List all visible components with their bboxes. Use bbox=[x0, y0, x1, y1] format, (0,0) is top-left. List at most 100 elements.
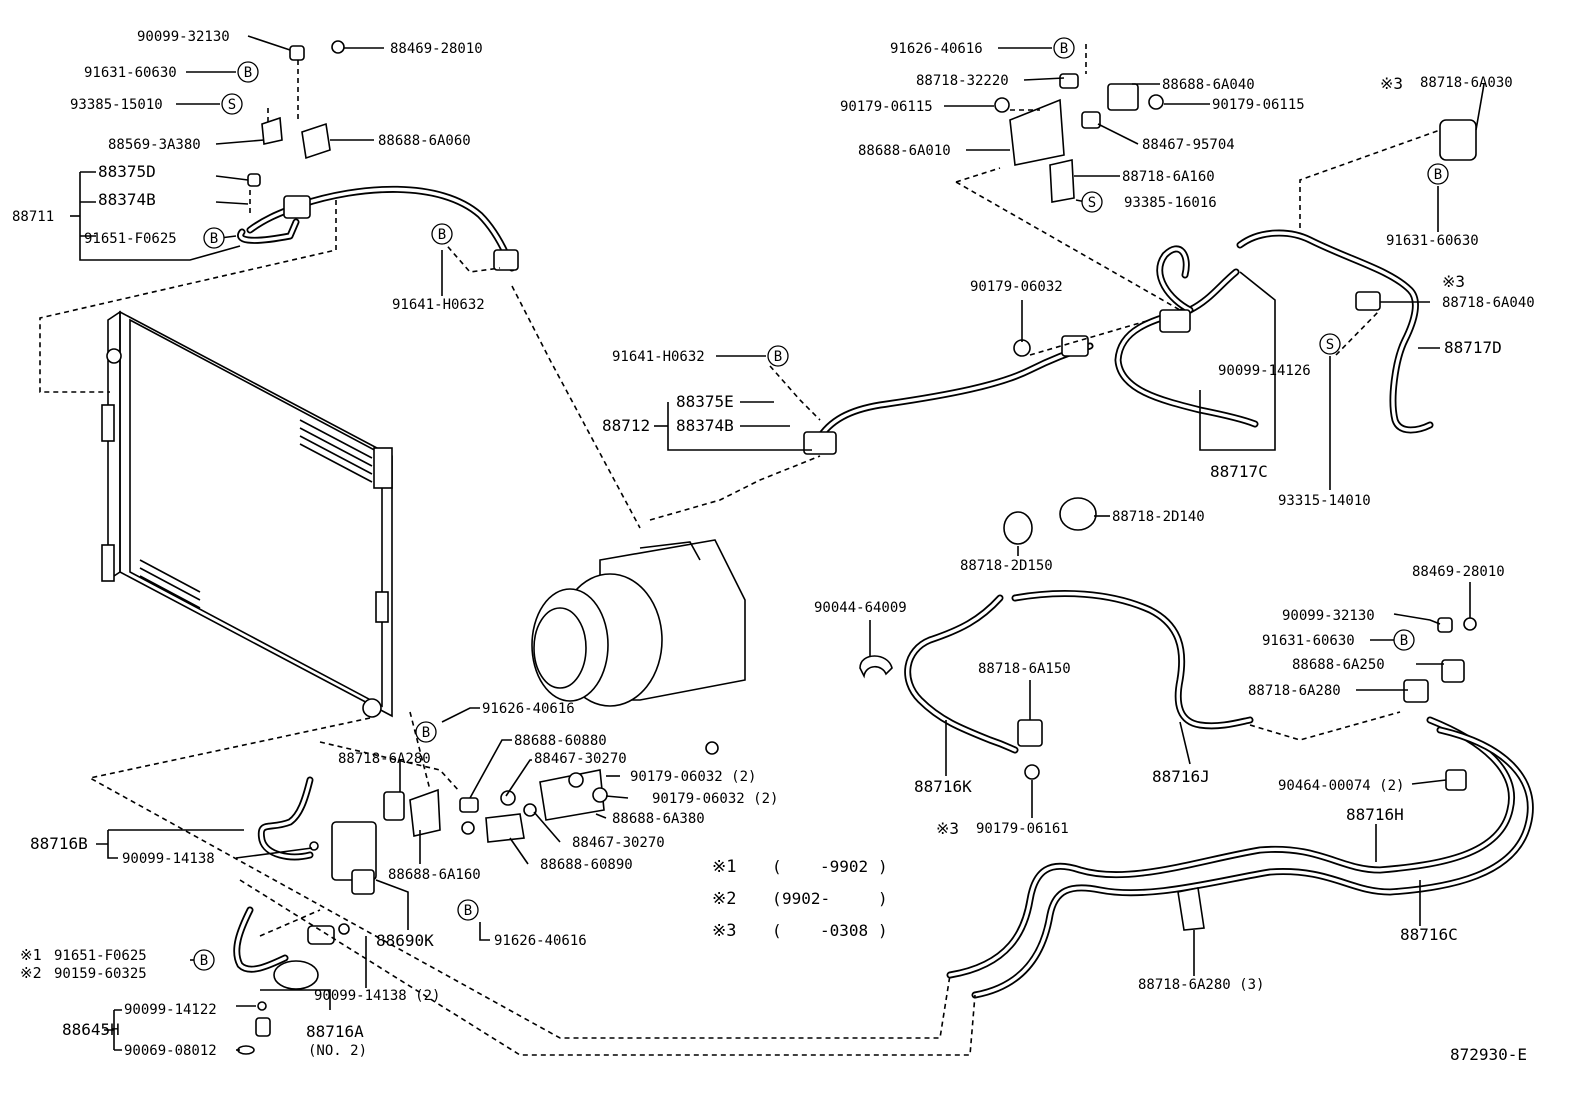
label-90179-06032: 90179-06032 bbox=[970, 279, 1063, 295]
svg-text:): ) bbox=[878, 889, 888, 908]
label-88716B: 88716B bbox=[30, 834, 88, 853]
label-90099-14126: 90099-14126 bbox=[1218, 363, 1311, 379]
label-91631-60630-top: 91631-60630 bbox=[84, 65, 177, 81]
label-88690K: 88690K bbox=[376, 931, 434, 950]
svg-text:B: B bbox=[464, 903, 472, 919]
symbol-b-2: B bbox=[203, 227, 225, 249]
label-88718-6A040: 88718-6A040 bbox=[1442, 295, 1535, 311]
svg-text:B: B bbox=[1400, 633, 1408, 649]
label-90099-32130-right: 90099-32130 bbox=[1282, 608, 1375, 624]
svg-text:-0308: -0308 bbox=[820, 921, 868, 940]
svg-text:): ) bbox=[878, 921, 888, 940]
symbol-b-5: B bbox=[1053, 37, 1075, 59]
label-88716A-sub: (NO. 2) bbox=[308, 1043, 367, 1059]
label-88717C: 88717C bbox=[1210, 462, 1268, 481]
label-88688-6A060: 88688-6A060 bbox=[378, 133, 471, 149]
label-91626-40616-top: 91626-40616 bbox=[890, 41, 983, 57]
pipe-88716A bbox=[233, 906, 335, 990]
label-88688-6A010: 88688-6A010 bbox=[858, 143, 951, 159]
svg-text:(: ( bbox=[772, 889, 782, 908]
label-93385-16016: 93385-16016 bbox=[1124, 195, 1217, 211]
label-88688-60890: 88688-60890 bbox=[540, 857, 633, 873]
note-mark-1: ※1 bbox=[20, 946, 42, 964]
label-88718-6A030: 88718-6A030 bbox=[1420, 75, 1513, 91]
label-93315-14010: 93315-14010 bbox=[1278, 493, 1371, 509]
label-91641-H0632-a: 91641-H0632 bbox=[392, 297, 485, 313]
symbol-b-4: B bbox=[767, 345, 789, 367]
symbol-b-9: B bbox=[457, 899, 479, 921]
symbol-s-1: S bbox=[221, 93, 243, 115]
label-90179-06115-left: 90179-06115 bbox=[840, 99, 933, 115]
label-90159-60325-n2: 90159-60325 bbox=[54, 966, 147, 982]
label-88374B-top: 88374B bbox=[98, 190, 156, 209]
label-91641-H0632-b: 91641-H0632 bbox=[612, 349, 705, 365]
svg-text:※1: ※1 bbox=[712, 857, 736, 877]
svg-text:B: B bbox=[1060, 41, 1068, 57]
label-90464-00074: 90464-00074 (2) bbox=[1278, 778, 1404, 794]
condenser bbox=[101, 310, 393, 718]
label-90099-14122: 90099-14122 bbox=[124, 1002, 217, 1018]
label-90179-06161: 90179-06161 bbox=[976, 821, 1069, 837]
note-3: ※3 ( -0308 ) bbox=[712, 921, 888, 941]
note-mark-3-top: ※3 bbox=[1380, 74, 1403, 93]
label-91631-60630-right: 91631-60630 bbox=[1386, 233, 1479, 249]
symbol-b-3: B bbox=[431, 223, 453, 245]
svg-text:S: S bbox=[228, 97, 236, 113]
svg-text:-9902: -9902 bbox=[820, 857, 868, 876]
label-88718-6A280-3: 88718-6A280 (3) bbox=[1138, 977, 1264, 993]
label-88467-95704: 88467-95704 bbox=[1142, 137, 1235, 153]
svg-text:(: ( bbox=[772, 921, 782, 940]
svg-text:9902-: 9902- bbox=[782, 889, 830, 908]
svg-text:※2: ※2 bbox=[712, 889, 736, 909]
label-88688-6A160: 88688-6A160 bbox=[388, 867, 481, 883]
label-91651-F0625-n1: 91651-F0625 bbox=[54, 948, 147, 964]
label-88688-6A380: 88688-6A380 bbox=[612, 811, 705, 827]
label-88375E: 88375E bbox=[676, 392, 734, 411]
label-88718-2D140: 88718-2D140 bbox=[1112, 509, 1205, 525]
diagram-id: 872930-E bbox=[1450, 1045, 1527, 1064]
label-88716J: 88716J bbox=[1152, 767, 1210, 786]
label-91631-60630-right2: 91631-60630 bbox=[1262, 633, 1355, 649]
label-90099-14138: 90099-14138 bbox=[122, 851, 215, 867]
svg-text:B: B bbox=[210, 231, 218, 247]
label-88688-60880: 88688-60880 bbox=[514, 733, 607, 749]
label-91651-F0625: 91651-F0625 bbox=[84, 231, 177, 247]
symbol-b-7: B bbox=[1393, 629, 1415, 651]
label-88712: 88712 bbox=[602, 416, 650, 435]
label-88688-6A040: 88688-6A040 bbox=[1162, 77, 1255, 93]
label-88718-2D150: 88718-2D150 bbox=[960, 558, 1053, 574]
pipe-88716B bbox=[257, 776, 314, 861]
label-90099-14138-2: 90099-14138 (2) bbox=[314, 988, 440, 1004]
label-88688-6A250: 88688-6A250 bbox=[1292, 657, 1385, 673]
svg-text:S: S bbox=[1088, 195, 1096, 211]
label-88467-30270-b: 88467-30270 bbox=[572, 835, 665, 851]
svg-text:B: B bbox=[438, 227, 446, 243]
label-88718-6A280-right: 88718-6A280 bbox=[1248, 683, 1341, 699]
label-93385-15010: 93385-15010 bbox=[70, 97, 163, 113]
symbol-b-6: B bbox=[1427, 163, 1449, 185]
label-90179-06032-2a: 90179-06032 (2) bbox=[630, 769, 756, 785]
label-88716A: 88716A bbox=[306, 1022, 364, 1041]
pipe-88717C bbox=[1114, 245, 1259, 428]
label-88718-32220: 88718-32220 bbox=[916, 73, 1009, 89]
label-88645H: 88645H bbox=[62, 1020, 120, 1039]
note-2: ※2 ( 9902- ) bbox=[712, 889, 888, 909]
svg-text:S: S bbox=[1326, 337, 1334, 353]
label-88718-6A280-left: 88718-6A280 bbox=[338, 751, 431, 767]
label-88375D: 88375D bbox=[98, 162, 156, 181]
label-88374B-mid: 88374B bbox=[676, 416, 734, 435]
notes-legend: ※1 ( -9902 ) ※2 ( 9902- ) ※3 ( -0308 ) bbox=[712, 857, 888, 941]
note-mark-3-bot: ※3 bbox=[936, 819, 959, 838]
label-88717D: 88717D bbox=[1444, 338, 1502, 357]
symbol-b-8: B bbox=[415, 721, 437, 743]
svg-text:B: B bbox=[200, 953, 208, 969]
label-88569-3A380: 88569-3A380 bbox=[108, 137, 201, 153]
label-88718-6A150: 88718-6A150 bbox=[978, 661, 1071, 677]
small-parts bbox=[237, 40, 1477, 1055]
svg-text:(: ( bbox=[772, 857, 782, 876]
leader-lines bbox=[70, 35, 1485, 1051]
label-88716K: 88716K bbox=[914, 777, 972, 796]
pipe-88717D bbox=[1236, 229, 1434, 434]
pipe-88716H-88716C bbox=[946, 716, 1534, 999]
